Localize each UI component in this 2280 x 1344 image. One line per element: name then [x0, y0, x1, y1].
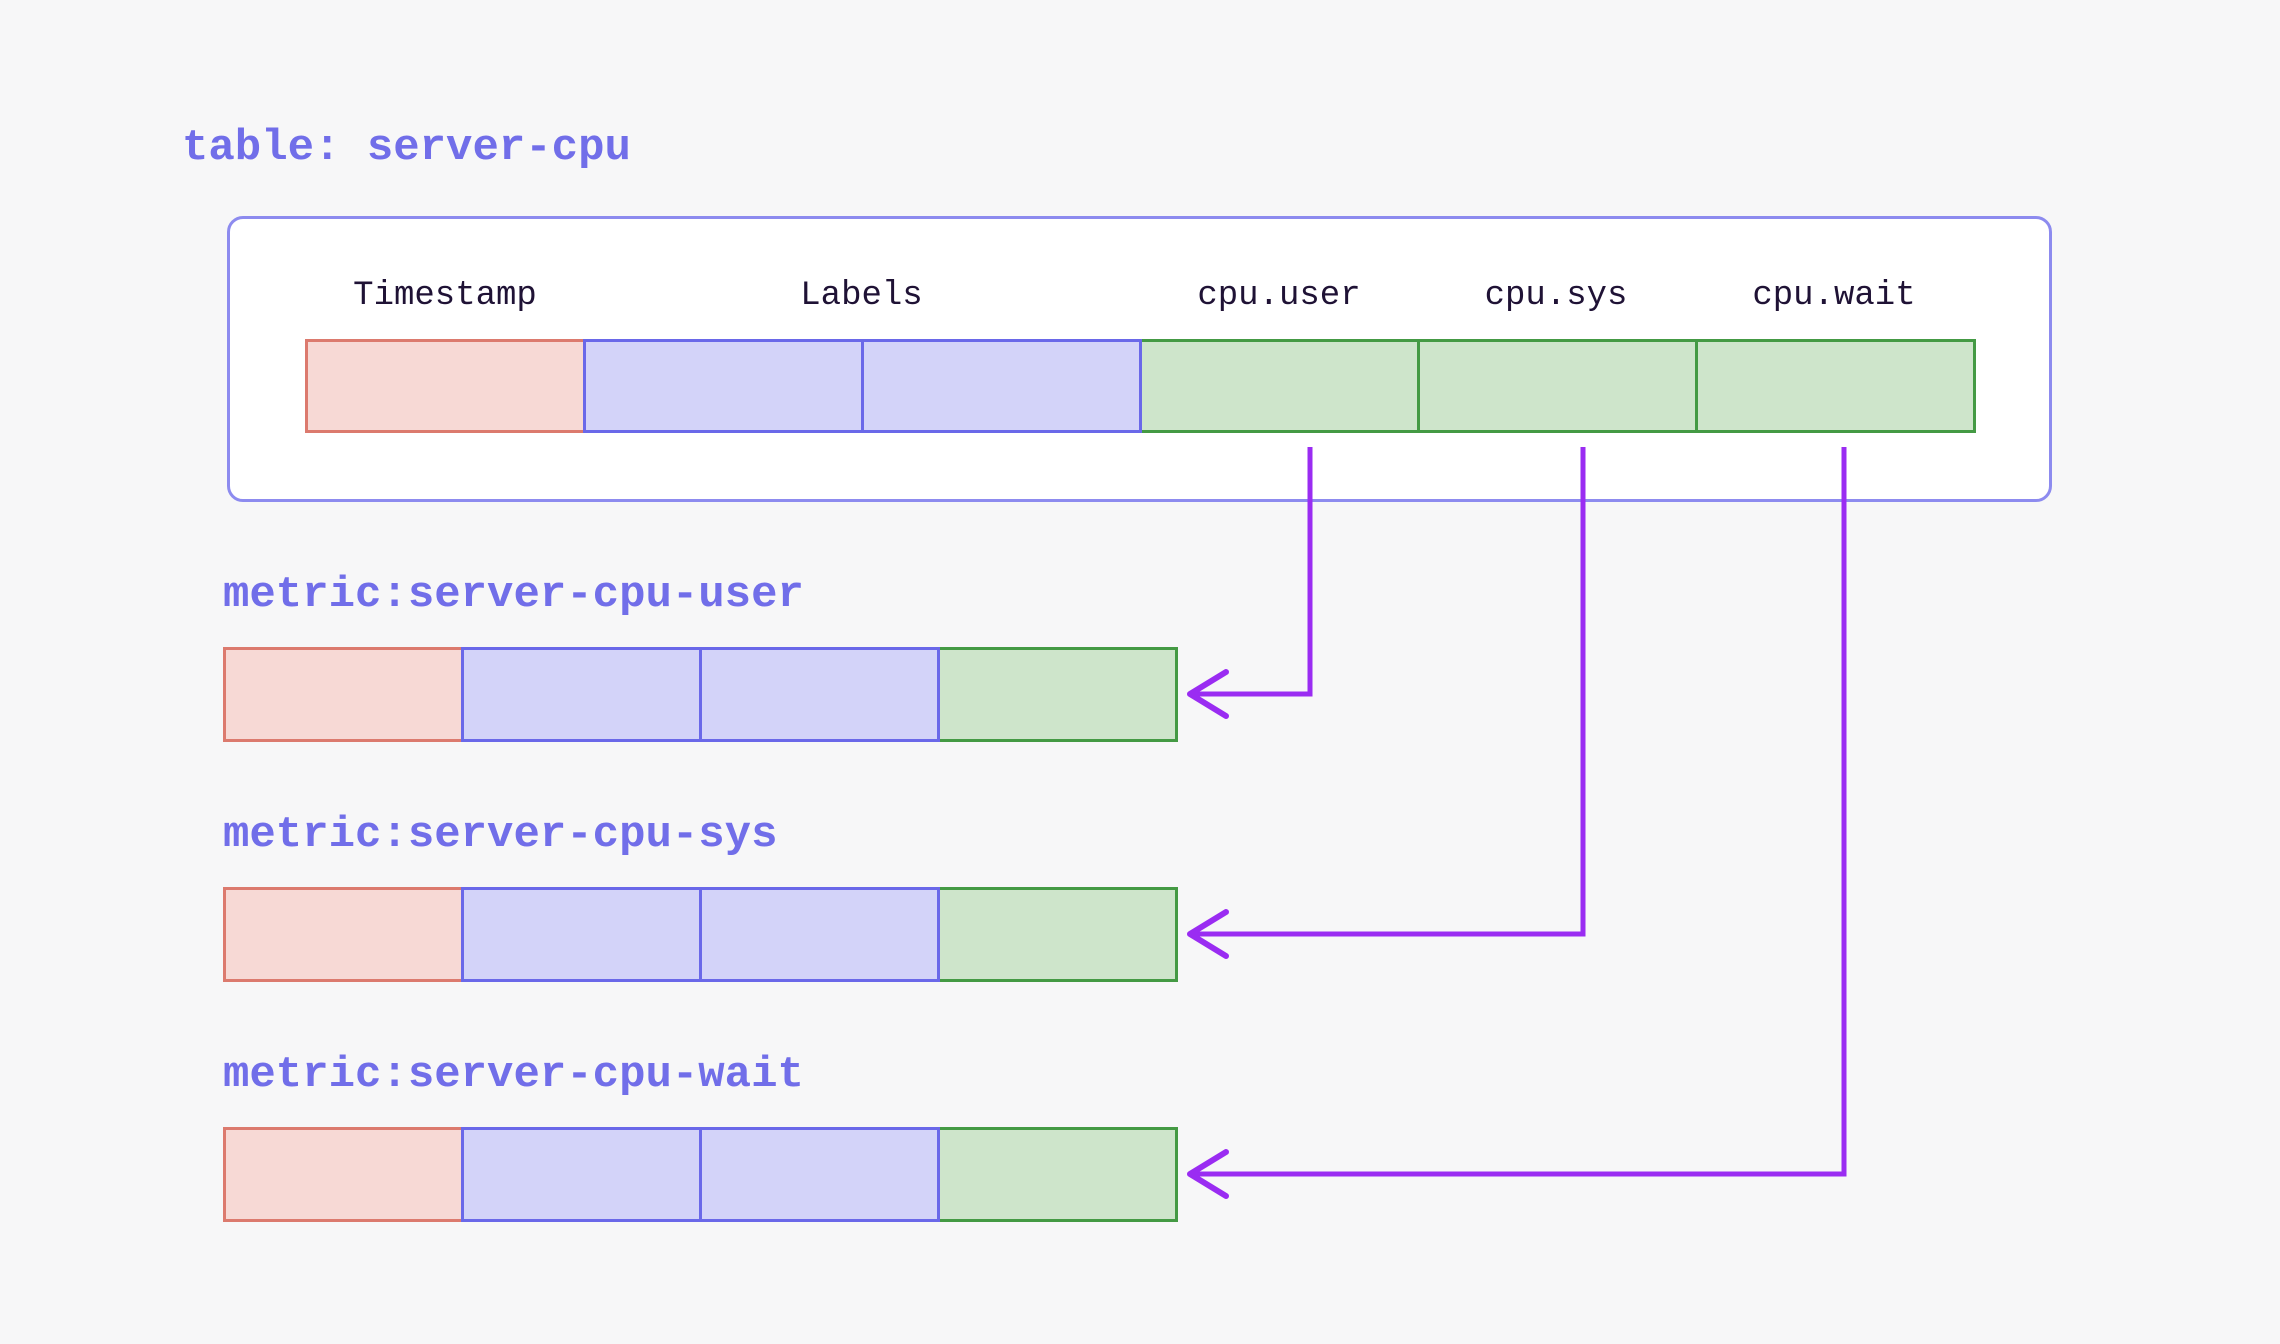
field-cell — [937, 887, 1178, 982]
column-header-cpu-wait: cpu.wait — [1752, 277, 1916, 315]
label-cell — [583, 339, 864, 433]
arrow-cpu-user-head-icon — [1187, 669, 1229, 719]
arrow-cpu-wait — [1194, 447, 1847, 1177]
table-title: table: server-cpu — [182, 123, 631, 173]
metric-row-wait — [223, 1127, 1178, 1222]
field-cell — [1139, 339, 1420, 433]
column-header-cpu-sys: cpu.sys — [1484, 277, 1628, 315]
label-cell — [699, 647, 940, 742]
timestamp-cell — [305, 339, 586, 433]
column-header-labels: Labels — [800, 277, 923, 315]
column-header-timestamp: Timestamp — [353, 277, 537, 315]
metric-row-user — [223, 647, 1178, 742]
field-cell — [937, 1127, 1178, 1222]
field-cell — [1417, 339, 1698, 433]
table-row — [305, 339, 1976, 433]
metric-title-wait: metric:server-cpu-wait — [223, 1050, 804, 1100]
arrow-cpu-sys — [1194, 447, 1586, 937]
field-cell — [937, 647, 1178, 742]
label-cell — [699, 887, 940, 982]
column-header-cpu-user: cpu.user — [1197, 277, 1361, 315]
metric-row-sys — [223, 887, 1178, 982]
label-cell — [461, 647, 702, 742]
label-cell — [699, 1127, 940, 1222]
metric-title-user: metric:server-cpu-user — [223, 570, 804, 620]
arrow-cpu-wait-head-icon — [1187, 1149, 1229, 1199]
timestamp-cell — [223, 1127, 464, 1222]
label-cell — [461, 887, 702, 982]
timestamp-cell — [223, 887, 464, 982]
metric-title-sys: metric:server-cpu-sys — [223, 810, 778, 860]
timestamp-cell — [223, 647, 464, 742]
arrow-cpu-sys-head-icon — [1187, 909, 1229, 959]
field-cell — [1695, 339, 1976, 433]
label-cell — [861, 339, 1142, 433]
label-cell — [461, 1127, 702, 1222]
